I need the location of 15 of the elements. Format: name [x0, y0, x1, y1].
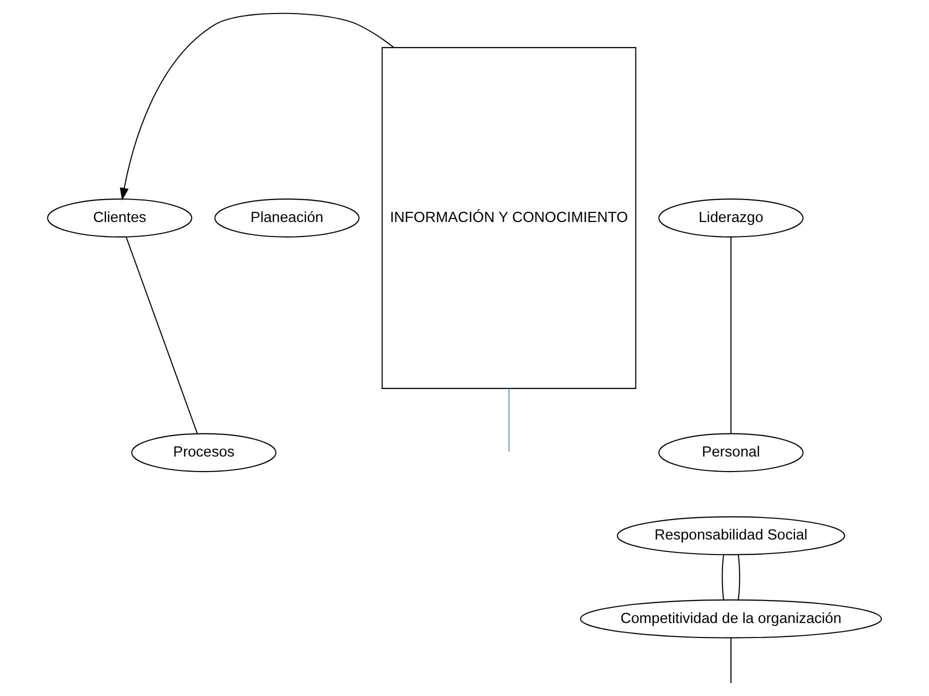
- node-ellipse: Liderazgo: [658, 198, 804, 237]
- arrow: [120, 12, 394, 200]
- node-ellipse: Competitividad de la organización: [580, 598, 882, 638]
- node-ellipse: Planeación: [214, 198, 360, 237]
- node-ellipse: Clientes: [47, 198, 192, 237]
- node-ellipse: Responsabilidad Social: [616, 516, 846, 555]
- connector: [730, 236, 732, 433]
- node-ellipse: Procesos: [131, 432, 276, 472]
- connector: [126, 236, 198, 434]
- node-box: INFORMACIÓN Y CONOCIMIENTO: [382, 46, 636, 388]
- connector: [508, 388, 510, 451]
- connector: [738, 554, 740, 600]
- node-ellipse: Personal: [658, 432, 804, 472]
- connector: [722, 554, 724, 600]
- connector: [730, 637, 732, 682]
